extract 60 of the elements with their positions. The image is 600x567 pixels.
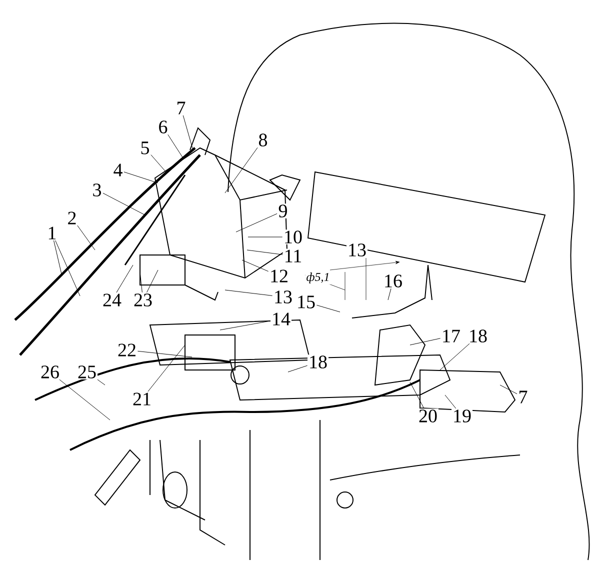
leader-line [59,379,110,420]
leader-line [55,240,80,296]
dimension-text: ф5,1 [305,272,331,284]
callout-number: 1 [46,226,58,240]
callout-number: 7 [175,100,187,116]
callout-number: 7 [517,390,529,404]
leader-line [242,260,269,272]
leader-line [146,270,158,293]
callout-number: 21 [132,392,152,406]
callout-number: 19 [452,408,472,424]
leader-line [182,115,194,150]
callout-number: 26 [40,364,60,380]
callout-number: 15 [296,294,316,310]
leader-line [224,147,258,194]
leader-line [288,365,308,372]
leader-line [410,382,424,409]
leader-line [316,304,340,312]
leader-line [168,134,184,158]
leader-line [137,350,192,358]
callout-number: 10 [282,230,304,244]
callout-number: 16 [382,274,404,288]
callout-number: 18 [308,354,328,370]
leader-line [224,290,273,296]
callout-number: 2 [66,210,78,226]
callout-number: 4 [112,162,124,178]
callout-number: 14 [270,312,292,326]
callout-number: 17 [440,328,462,344]
leader-line [236,213,278,232]
callout-number: 9 [277,204,289,218]
leader-line [102,192,146,216]
leader-line [248,236,283,238]
leader-line [97,379,106,386]
callout-number: 12 [268,268,290,284]
leader-line [246,250,283,255]
callout-number: 6 [157,120,169,134]
dimension-text: 13 [346,242,368,258]
leader-line [220,320,271,330]
leader-line [388,288,392,300]
leader-line [148,344,186,392]
callout-number: 20 [418,408,438,424]
callout-number: 23 [132,292,154,308]
callout-number: 11 [282,248,304,264]
callout-number: 13 [272,290,294,304]
callout-number: 8 [257,132,269,148]
leader-line [116,264,134,293]
leader-line [444,394,456,409]
callout-number: 5 [139,140,151,156]
leader-line [410,338,441,346]
leader-line [124,172,158,184]
callout-number: 24 [102,292,122,308]
leader-line [500,384,518,394]
leader-line [140,272,142,293]
callout-number: 22 [116,342,138,358]
callout-number: 25 [76,364,98,380]
callout-number: 18 [468,328,488,344]
leader-line [54,240,62,276]
leader-line [150,154,166,172]
leader-line [77,225,96,250]
leader-line [440,343,470,370]
callout-number: 3 [91,182,103,198]
